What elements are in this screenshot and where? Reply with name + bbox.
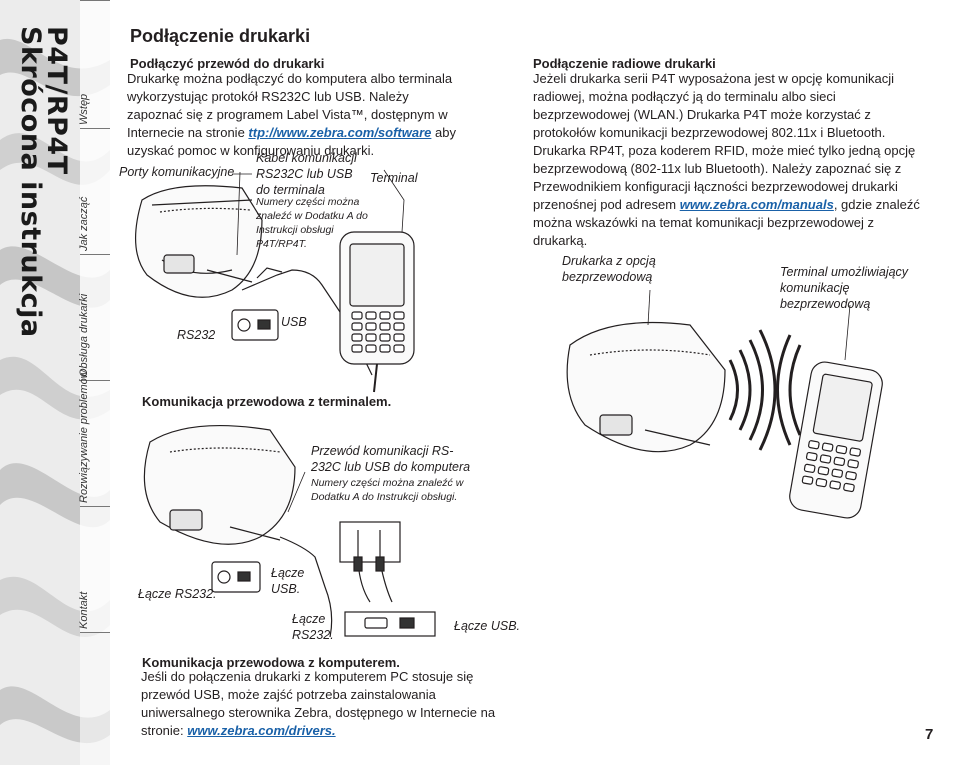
tab-contact-label: Kontakt [78, 591, 90, 629]
tab-contact[interactable]: Kontakt [78, 506, 110, 633]
label-rs232-left: Łącze RS232. [138, 587, 217, 601]
manual-title-line2: Skrócona instrukcja [15, 26, 46, 338]
label-cable-computer: Przewód komunikacji RS-232C lub USB do k… [311, 444, 471, 474]
manuals-link[interactable]: www.zebra.com/manuals [679, 197, 834, 212]
wireless-illustration [566, 289, 883, 519]
drivers-link[interactable]: www.zebra.com/drivers. [187, 723, 336, 738]
page-title: Podłączenie drukarki [130, 26, 311, 46]
label-usb: USB [281, 315, 307, 329]
label-cable-terminal: Kabel komunikacji RS232C lub USB do term… [256, 151, 357, 197]
tab-troubleshooting-label: Rozwiązywanie problemów [78, 370, 90, 503]
software-link[interactable]: ttp://www.zebra.com/software [248, 125, 432, 140]
label-ports: Porty komunikacyjne [119, 165, 235, 179]
tab-printer-operation-label: Obsługa drukarki [78, 293, 90, 377]
label-terminal: Terminal [370, 171, 418, 185]
tab-intro-label: Wstęp [78, 93, 90, 125]
label-rs232: RS232 [177, 328, 216, 342]
label-wireless-terminal: Terminal umożliwiający komunikację bezpr… [780, 265, 909, 311]
wired-text-before: Drukarkę można podłączyć do komputera al… [127, 71, 453, 140]
wireless-text-after: , gdzie znaleźć można wskazówki na temat… [533, 197, 920, 248]
tab-printer-operation[interactable]: Obsługa drukarki [78, 254, 110, 381]
wired-text-after: aby uzyskać pomoc w konfigurowaniu druka… [127, 125, 456, 158]
wireless-text-before: Jeżeli drukarka serii P4T wyposażona jes… [533, 71, 916, 212]
wired-heading: Podłączyć przewód do drukarki [130, 56, 325, 71]
printer-terminal-illustration [135, 169, 415, 393]
tab-getting-started[interactable]: Jak zacząć [78, 128, 110, 255]
printer-computer-illustration [143, 424, 436, 638]
label-wireless-printer: Drukarka z opcją bezprzewodową [562, 254, 656, 284]
page-number: 7 [925, 726, 934, 743]
sidebar: P4T/RP4T Skrócona instrukcja Wstęp Jak z… [0, 0, 110, 765]
label-partnumbers-computer: Numery części można znaleźć w Dodatku A … [311, 477, 464, 503]
tab-getting-started-label: Jak zacząć [78, 196, 90, 251]
caption-computer: Komunikacja przewodowa z komputerem. [142, 655, 400, 670]
label-usb-right: Łącze USB. [454, 619, 521, 633]
label-partnumbers-terminal: Numery części można znaleźć w Dodatku A … [256, 196, 368, 250]
computer-note-text: Jeśli do połączenia drukarki z komputere… [141, 669, 496, 738]
label-usb-left: Łącze USB. [271, 566, 305, 596]
computer-note: Jeśli do połączenia drukarki z komputere… [141, 668, 506, 740]
wired-paragraph: Drukarkę można podłączyć do komputera al… [127, 70, 457, 160]
wireless-paragraph: Jeżeli drukarka serii P4T wyposażona jes… [533, 70, 923, 250]
label-rs232-right: Łącze RS232. [292, 612, 334, 642]
wireless-heading: Podłączenie radiowe drukarki [533, 56, 716, 71]
tab-blank [80, 632, 110, 765]
tab-troubleshooting[interactable]: Rozwiązywanie problemów [78, 370, 110, 507]
caption-terminal: Komunikacja przewodowa z terminalem. [142, 394, 392, 409]
tab-intro[interactable]: Wstęp [78, 0, 110, 129]
